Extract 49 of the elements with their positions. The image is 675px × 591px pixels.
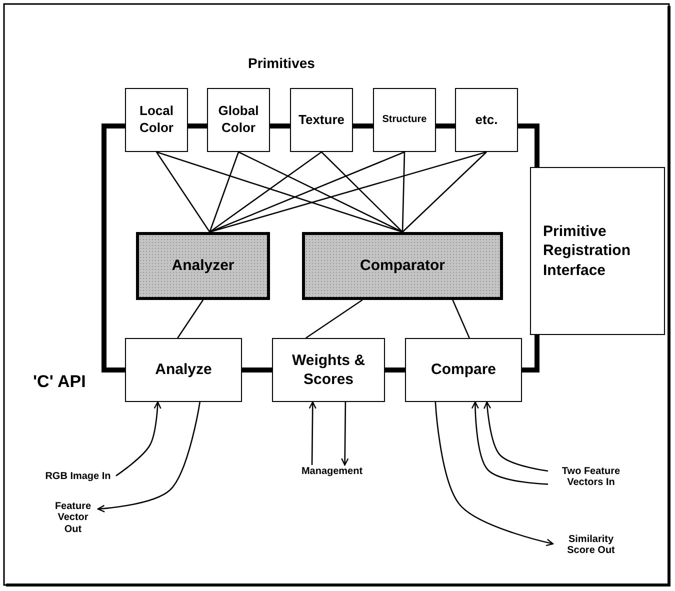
api-function-box bbox=[125, 338, 242, 402]
api-label: 'C' API bbox=[33, 372, 86, 392]
node-label: etc. bbox=[475, 112, 498, 128]
api-function-box bbox=[405, 338, 522, 402]
connector-line bbox=[238, 151, 403, 233]
io-label: Feature Vector Out bbox=[54, 500, 92, 536]
connector-line bbox=[209, 152, 240, 232]
arrow bbox=[308, 401, 316, 465]
node-label: Compare bbox=[430, 360, 496, 380]
component-box bbox=[302, 232, 503, 300]
connector-line bbox=[156, 151, 403, 233]
connector-line bbox=[210, 151, 487, 233]
api-function-box bbox=[272, 338, 385, 402]
io-label: Management bbox=[301, 466, 363, 478]
process-box bbox=[455, 88, 518, 152]
connector-line bbox=[321, 152, 403, 232]
connector-line bbox=[402, 152, 406, 232]
connector-line bbox=[209, 151, 405, 233]
interface-box bbox=[530, 167, 665, 335]
node-label: Global Color bbox=[217, 103, 260, 137]
node-label: Analyze bbox=[155, 360, 212, 380]
connector-line bbox=[452, 300, 470, 338]
node-label: Primitive Registration Interface bbox=[543, 222, 632, 280]
section-heading: Primitives bbox=[248, 55, 315, 71]
component-box bbox=[136, 232, 270, 300]
process-box bbox=[290, 88, 353, 152]
node-label: Texture bbox=[298, 112, 344, 128]
process-box bbox=[207, 88, 270, 152]
process-box bbox=[125, 88, 188, 152]
arrow bbox=[434, 402, 554, 546]
io-label: Similarity Score Out bbox=[566, 534, 616, 556]
arrow bbox=[116, 401, 162, 476]
io-label: RGB Image In bbox=[45, 471, 111, 483]
node-label: Comparator bbox=[360, 256, 445, 276]
arrow bbox=[471, 401, 548, 485]
connector-line bbox=[306, 299, 363, 339]
arrow bbox=[341, 402, 349, 466]
node-label: Local Color bbox=[138, 103, 174, 137]
connector-line bbox=[177, 300, 204, 338]
node-label: Weights & Scores bbox=[290, 350, 366, 390]
connector-line bbox=[402, 152, 487, 232]
io-label: Two Feature Vectors In bbox=[560, 466, 622, 488]
node-label: Analyzer bbox=[172, 256, 234, 276]
arrow bbox=[97, 402, 201, 512]
connector-line bbox=[156, 152, 210, 232]
process-box bbox=[373, 88, 436, 152]
connector-line bbox=[209, 151, 322, 233]
node-label: Structure bbox=[382, 114, 427, 126]
arrow bbox=[484, 401, 548, 472]
